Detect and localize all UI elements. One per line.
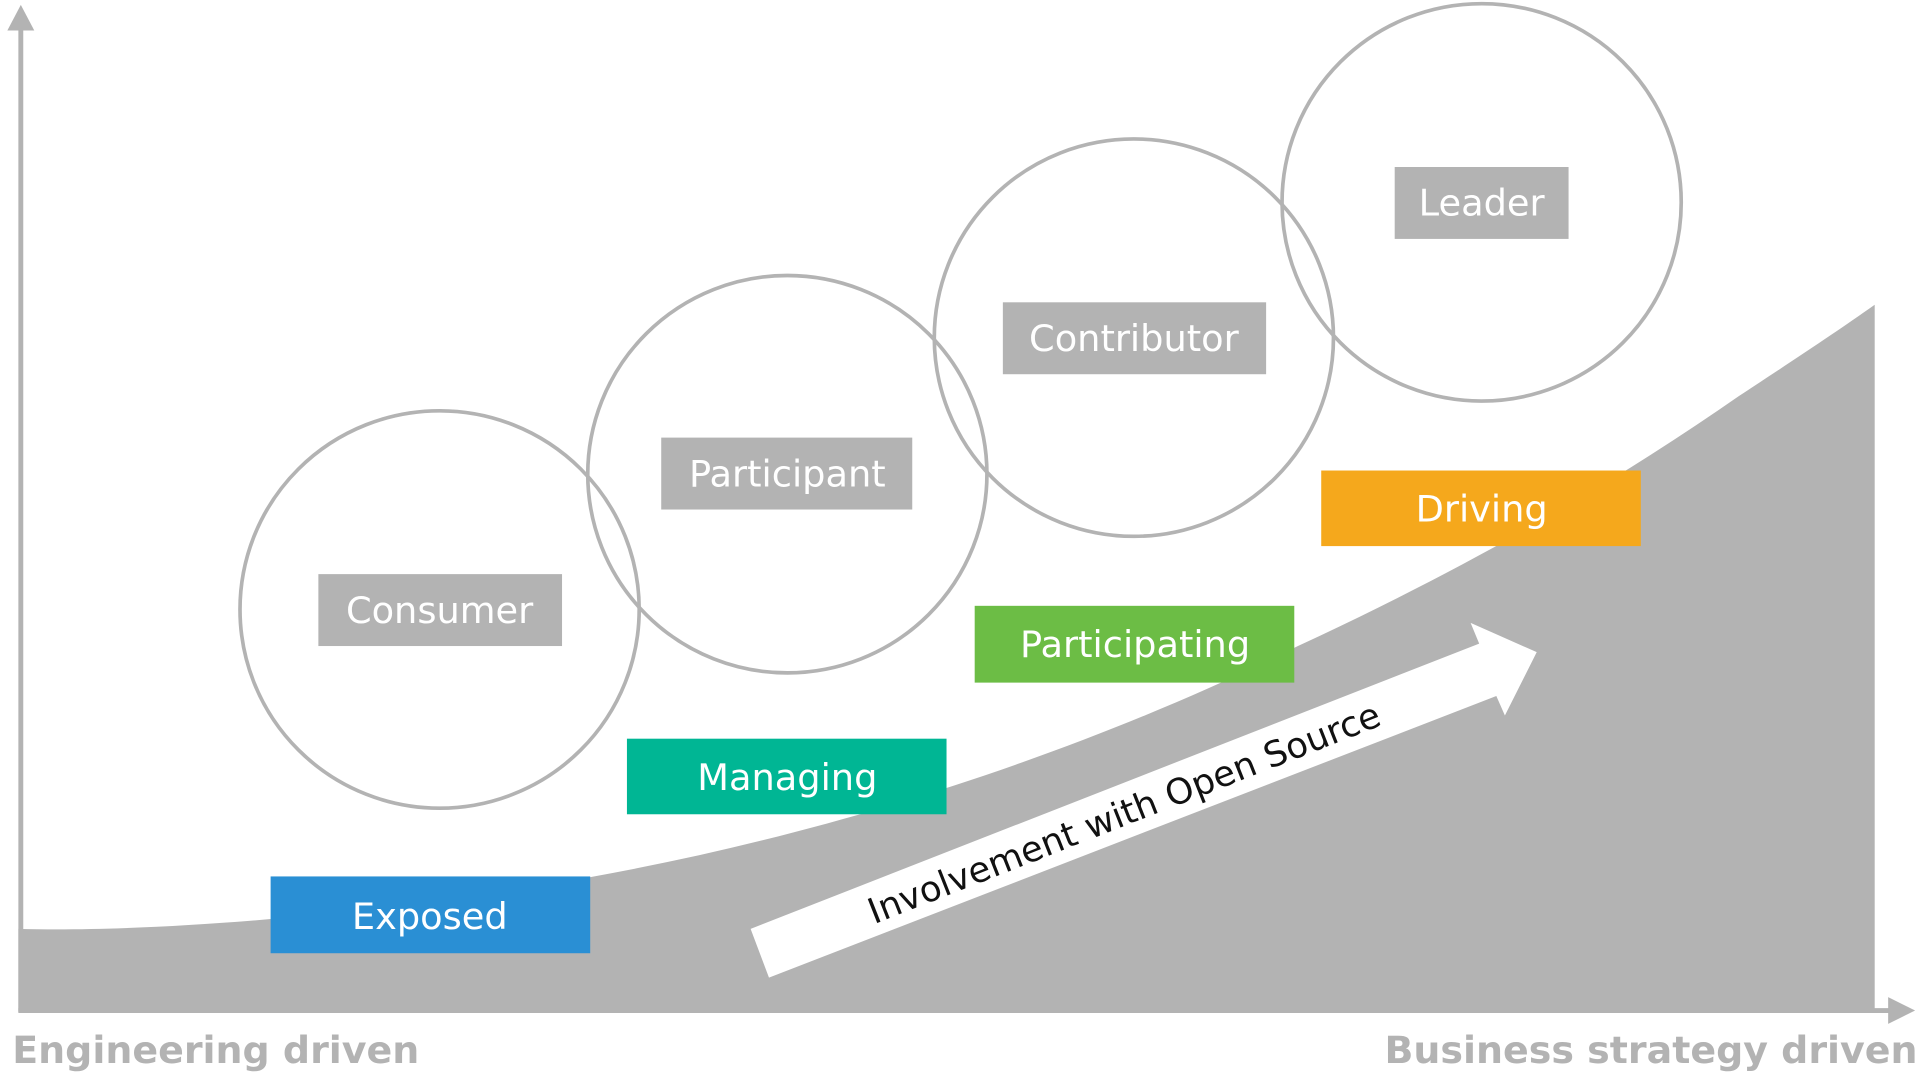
stage-exposed-label: Exposed xyxy=(352,895,508,938)
leader-circle xyxy=(1280,1,1684,403)
role-leader-label: Leader xyxy=(1419,182,1546,225)
x-axis-right-label: Business strategy driven xyxy=(1385,1028,1918,1072)
x-axis-left-label: Engineering driven xyxy=(12,1028,419,1072)
role-leader: Leader xyxy=(1394,166,1569,239)
role-consumer: Consumer xyxy=(318,574,563,647)
stage-participating: Participating xyxy=(974,605,1295,683)
role-participant: Participant xyxy=(661,437,913,510)
stage-driving-label: Driving xyxy=(1416,488,1548,531)
y-axis-arrowhead-icon xyxy=(7,4,35,31)
involvement-arrow-icon xyxy=(750,622,1537,978)
x-axis-arrowhead-icon xyxy=(1888,997,1916,1024)
role-contributor-label: Contributor xyxy=(1029,317,1240,360)
stage-driving: Driving xyxy=(1321,470,1641,547)
role-consumer-label: Consumer xyxy=(346,589,534,632)
role-contributor: Contributor xyxy=(1002,302,1267,375)
stage-managing-label: Managing xyxy=(697,756,877,799)
role-participant-label: Participant xyxy=(689,452,886,495)
stage-exposed: Exposed xyxy=(270,876,591,954)
stage-managing: Managing xyxy=(626,738,947,815)
stage-participating-label: Participating xyxy=(1020,623,1250,666)
growth-area xyxy=(18,304,1875,1012)
